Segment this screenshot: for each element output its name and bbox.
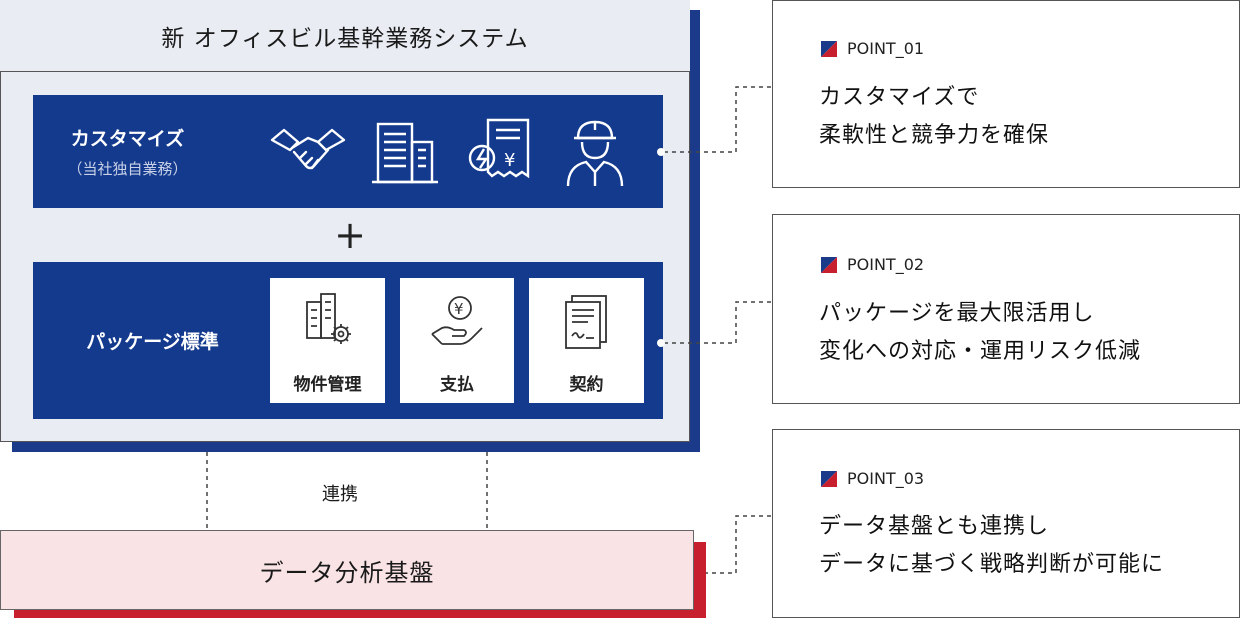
package-label: パッケージ標準 [86,331,219,353]
point-line: カスタマイズで [819,85,980,110]
system-title: 新 オフィスビル基幹業務システム [0,0,690,72]
point-box-01: POINT_01 カスタマイズで 柔軟性と競争力を確保 [772,0,1240,188]
building-gear-icon [306,293,351,344]
data-platform-box [0,530,694,610]
point-box-03: POINT_03 データ基盤とも連携し データに基づく戦略判断が可能に [772,429,1240,618]
point-tag: POINT_01 [847,39,925,58]
customization-sub-label: （当社独自業務） [67,160,188,178]
energy-invoice-icon: ¥ [468,118,530,179]
customization-label: カスタマイズ [70,128,185,150]
yen-hand-icon: ¥ [431,296,483,345]
contract-document-icon [565,295,607,349]
point-line: 変化への対応・運用リスク低減 [819,339,1142,364]
package-card-payment: ¥ 支払 [400,278,514,403]
point-tag: POINT_03 [847,469,925,488]
link-label: 連携 [322,484,358,505]
package-card-property: 物件管理 [270,278,385,403]
point-line: データに基づく戦略判断が可能に [819,552,1165,577]
point-flag-icon [821,257,837,273]
handshake-icon [270,128,346,170]
point-line: データ基盤とも連携し [819,514,1050,539]
point-flag-icon [821,471,837,487]
customization-panel [33,95,663,208]
package-card-label: 契約 [569,375,604,395]
point-tag: POINT_02 [847,255,925,274]
point-line: 柔軟性と競争力を確保 [819,123,1050,148]
point-box-02: POINT_02 パッケージを最大限活用し 変化への対応・運用リスク低減 [772,214,1240,404]
svg-text:¥: ¥ [504,150,515,171]
svg-text:¥: ¥ [454,300,464,318]
point-line: パッケージを最大限活用し [819,301,1095,326]
worker-icon [566,120,624,187]
data-platform-label: データ分析基盤 [259,558,435,587]
plus-sign: + [334,213,366,257]
package-card-contract: 契約 [529,278,644,403]
package-card-label: 支払 [440,375,474,395]
point-flag-icon [821,41,837,57]
package-card-label: 物件管理 [293,375,362,395]
building-icon [372,122,438,184]
